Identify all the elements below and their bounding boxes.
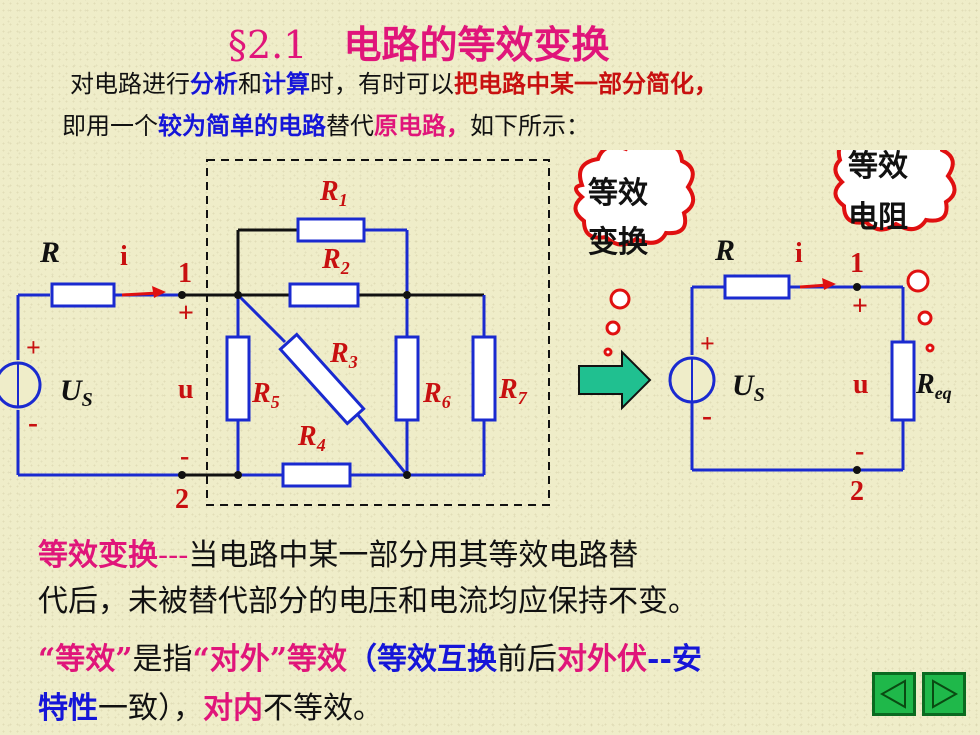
minus-left-u: - [180,441,189,472]
intro-line-1: 对电路进行分析和计算时，有时可以把电路中某一部分简化， [70,64,718,99]
text-run: （等效互换 [347,642,498,677]
text-run: 替代 [326,112,374,140]
intro-line-2: 即用一个较为简单的电路替代原电路，如下所示： [62,106,590,141]
label-R7: R7 [498,374,528,408]
label-R4: R4 [297,421,326,455]
node1-right: 1 [850,248,864,279]
resistor-R-left [50,282,116,308]
text-run: 前后 [497,642,558,677]
label-R1: R1 [319,176,348,210]
resistor-R4 [281,462,352,488]
text-run: “等效” [38,642,133,677]
source-minus-right: - [702,399,712,432]
definition-line-1: 等效变换---当电路中某一部分用其等效电路替 [38,530,638,574]
resistor-R1 [296,217,366,243]
source-plus-left: + [26,333,41,362]
dashed-boundary [206,159,550,506]
triangle-left-icon [879,679,906,709]
resistor-R5 [225,335,251,422]
label-R2: R2 [321,244,350,278]
definition-dash: --- [158,538,189,573]
cloud-text-transform-2: 变换 [588,225,649,260]
cloud-text-resistance-1: 等效 [848,150,908,184]
explain-line-1: “等效”是指“对外”等效（等效互换前后对外伏--安 [38,634,702,678]
explain-line-2: 特性一致），对内不等效。 [38,683,383,727]
resistor-R6 [394,335,420,422]
text-run: 不等效。 [263,691,383,726]
resistor-R7 [471,335,497,422]
label-Us-right: US [732,369,765,406]
text-run: 计算 [262,69,310,98]
text-run: 一致）， [98,691,203,726]
label-i-right: i [795,238,803,269]
text-run: 和 [238,70,262,98]
text-run: ， [694,69,718,98]
text-run: 把电路中某一部分简化 [454,69,694,98]
label-i-left: i [120,241,128,272]
node2-left: 2 [175,484,189,515]
text-run: 原电路， [374,111,470,140]
node1-left: 1 [178,258,192,289]
definition-text-2: 代后，未被替代部分的电压和电流均应保持不变。 [38,584,698,619]
source-plus-right: + [700,329,715,358]
text-run: 是指 [132,642,193,677]
cloud-text-resistance-2: 电阻 [848,200,908,235]
triangle-right-icon [932,679,959,709]
label-u-right: u [853,369,869,400]
resistor-R3 [278,332,366,426]
minus-right-u: - [855,436,864,467]
plus-left-u: + [178,298,194,329]
voltage-source-left [0,361,42,409]
plus-right-u: + [852,291,868,322]
text-run: 对内 [203,691,263,726]
text-run: --安 [647,642,702,677]
label-R5: R5 [251,378,280,412]
current-arrow-right [822,278,836,290]
text-run: 对电路进行 [70,70,190,98]
equivalence-arrow [578,349,652,411]
text-run: 较为简单的电路 [158,111,326,140]
label-Req: Req [915,369,952,403]
label-R6: R6 [422,378,451,412]
resistor-R-right [723,274,791,300]
cloud-equivalent-resistance: 等效 电阻 [833,150,957,235]
text-run: 即用一个 [62,112,158,140]
text-run: 特性 [38,691,98,726]
node2-right: 2 [850,476,864,507]
current-arrow-left [152,286,166,298]
text-run: 时，有时可以 [310,70,454,98]
title-text: 电路的等效变换 [343,22,610,67]
section-number: §2.1 [228,23,308,67]
resistor-R2 [288,282,360,308]
label-R3: R3 [329,338,358,372]
definition-line-2: 代后，未被替代部分的电压和电流均应保持不变。 [38,576,698,620]
text-run: “对外”等效 [192,642,348,677]
text-run: 分析 [190,69,238,98]
prev-slide-button[interactable] [872,672,916,716]
text-run: 如下所示： [470,112,590,140]
label-Us-left: US [60,374,93,411]
text-run: 对外伏 [557,642,648,677]
circuit-diagram: R i 1 + u - 2 + - US R1 R2 R3 R4 R5 R6 R… [0,150,957,515]
source-minus-left: - [28,406,38,439]
cloud-text-transform-1: 等效 [588,176,648,211]
slide-title: §2.1 电路的等效变换 [228,14,609,69]
label-R-left: R [39,236,60,269]
next-slide-button[interactable] [922,672,966,716]
cloud-equivalent-transform: 等效 变换 [573,150,696,260]
resistor-Req [890,340,916,422]
definition-term: 等效变换 [38,538,158,573]
label-R-right: R [714,234,735,267]
definition-text-1: 当电路中某一部分用其等效电路替 [188,538,639,573]
label-u-left: u [178,374,194,405]
